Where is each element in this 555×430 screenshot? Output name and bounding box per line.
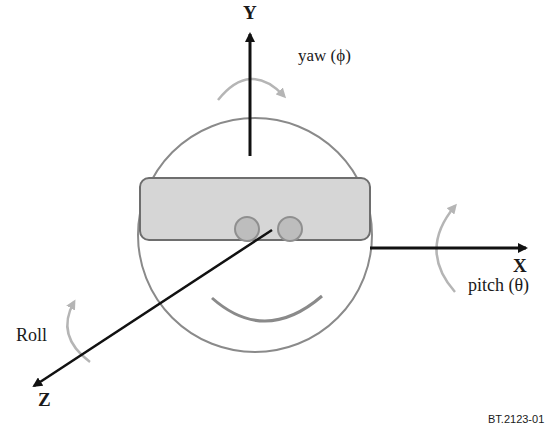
figure-code: BT.2123-01 (488, 413, 544, 425)
x-axis (370, 247, 526, 250)
rotation-label: yaw (ϕ) (298, 47, 351, 66)
y-axis (249, 34, 252, 156)
right-eye (278, 217, 302, 241)
head-circle (138, 118, 372, 352)
axis-label: Z (38, 390, 51, 411)
smile (212, 296, 322, 321)
rotation-label: pitch (θ) (468, 276, 529, 296)
axis-label: X (513, 256, 527, 277)
left-eye (235, 217, 259, 241)
z-axis (34, 230, 272, 386)
rotation-label: Roll (16, 326, 47, 346)
axis-label: Y (243, 3, 257, 24)
headset-band (140, 178, 370, 240)
